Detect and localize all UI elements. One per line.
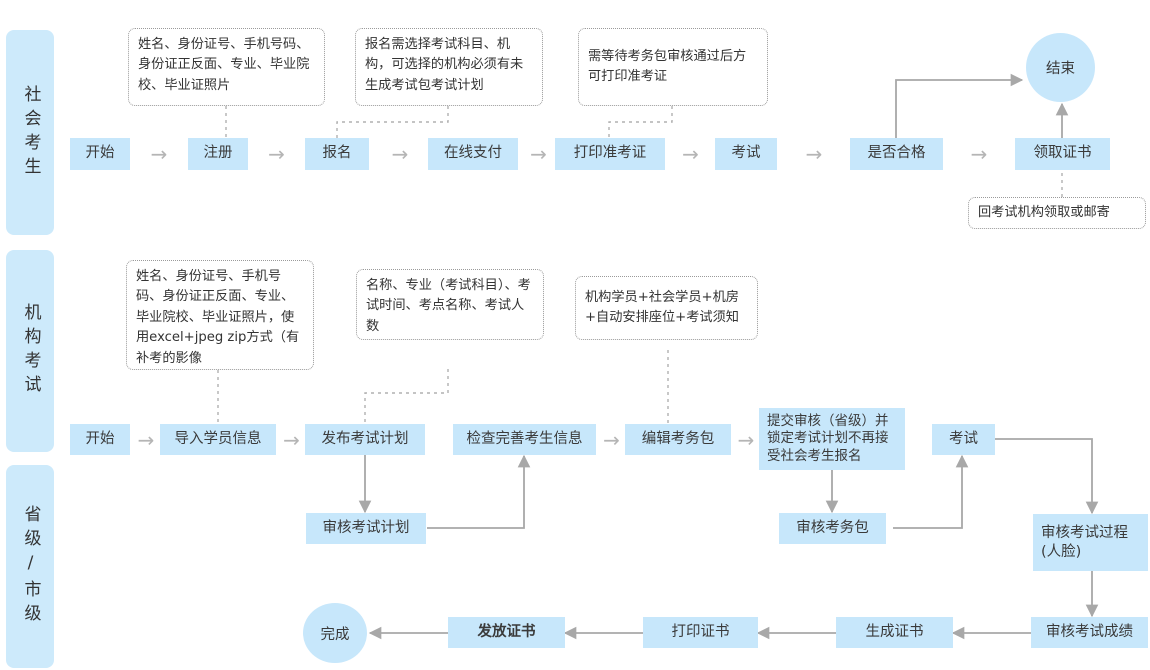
node-review-exam-process-label-line2: (人脸) — [1041, 543, 1082, 560]
node-review-exam-process[interactable]: 审核考试过程 (人脸) — [1033, 514, 1148, 571]
arrow-ticket-to-exam: → — [682, 142, 699, 166]
lane-institution-exam: 机构考试 — [6, 250, 54, 452]
node-submit-review-province-label: 提交审核（省级）并锁定考试计划不再接受社会考生报名 — [767, 412, 889, 464]
node-start[interactable]: 开始 — [70, 138, 130, 170]
node-end-terminal[interactable]: 结束 — [1026, 33, 1095, 102]
lane-social-candidates: 社会考生 — [6, 30, 54, 235]
note-cert-pickup: 回考试机构领取或邮寄 — [968, 197, 1146, 229]
node-review-exam-package[interactable]: 审核考务包 — [779, 513, 886, 544]
node-publish-exam-plan[interactable]: 发布考试计划 — [305, 424, 425, 455]
note-register-fields: 姓名、身份证号、手机号码、身份证正反面、专业、毕业院校、毕业证照片 — [128, 28, 325, 106]
node-institute-start[interactable]: 开始 — [70, 424, 130, 455]
arrow-edit-to-submit-review: → — [737, 427, 755, 452]
node-end-label: 结束 — [1046, 61, 1075, 77]
lane-province-city: 省级/市级 — [6, 465, 54, 668]
note-cert-text: 回考试机构领取或邮寄 — [978, 204, 1110, 220]
arrow-pay-to-print-ticket: → — [530, 142, 547, 166]
note-plan-fields: 名称、专业（考试科目）、考试时间、考点名称、考试人数 — [356, 269, 544, 340]
lane-label-social: 社会考生 — [20, 84, 41, 181]
node-import-student-info[interactable]: 导入学员信息 — [160, 424, 276, 455]
node-review-exam-plan-label: 审核考试计划 — [322, 519, 410, 536]
arrow-inst-start-to-import: → — [137, 427, 155, 452]
node-signup[interactable]: 报名 — [305, 138, 369, 170]
note-import-fields: 姓名、身份证号、手机号码、身份证正反面、专业、毕业院校、毕业证照片，使用exce… — [126, 260, 314, 370]
node-online-payment-label: 在线支付 — [444, 145, 502, 162]
arrow-register-to-signup: → — [268, 142, 285, 166]
node-edit-exam-package[interactable]: 编辑考务包 — [625, 424, 731, 455]
node-review-exam-process-label-line1: 审核考试过程 — [1041, 524, 1128, 541]
arrow-start-to-register: → — [150, 142, 168, 166]
note-ticket-text: 需等待考务包审核通过后方可打印准考证 — [588, 48, 747, 84]
note-package-text: 机构学员+社会学员+机房+自动安排座位+考试须知 — [585, 289, 739, 325]
node-start-label: 开始 — [85, 145, 115, 162]
node-exam[interactable]: 考试 — [715, 138, 777, 170]
note-register-text: 姓名、身份证号、手机号码、身份证正反面、专业、毕业院校、毕业证照片 — [138, 37, 310, 93]
node-print-certificate-label: 打印证书 — [671, 623, 730, 640]
lane-label-institution: 机构考试 — [20, 303, 41, 399]
arrow-import-to-publish: → — [283, 427, 300, 452]
node-edit-exam-package-label: 编辑考务包 — [641, 430, 715, 447]
node-review-exam-package-label: 审核考务包 — [796, 519, 869, 536]
node-finish-terminal[interactable]: 完成 — [303, 603, 367, 663]
node-publish-exam-plan-label: 发布考试计划 — [321, 430, 409, 447]
node-issue-certificate-label: 发放证书 — [477, 623, 536, 640]
node-print-certificate[interactable]: 打印证书 — [643, 617, 758, 648]
node-institute-exam-label: 考试 — [949, 430, 978, 447]
node-review-exam-score-label: 审核考试成绩 — [1046, 623, 1133, 640]
note-plan-text: 名称、专业（考试科目）、考试时间、考点名称、考试人数 — [366, 278, 531, 334]
note-signup-rules: 报名需选择考试科目、机构，可选择的机构必须有未生成考试包考试计划 — [355, 28, 543, 106]
node-receive-certificate-label: 领取证书 — [1033, 145, 1092, 162]
node-review-exam-plan[interactable]: 审核考试计划 — [306, 513, 426, 544]
node-generate-certificate-label: 生成证书 — [865, 623, 924, 640]
node-institute-start-label: 开始 — [85, 430, 115, 447]
arrow-exam-to-qualified: → — [805, 142, 823, 166]
node-generate-certificate[interactable]: 生成证书 — [836, 617, 953, 648]
node-review-exam-score[interactable]: 审核考试成绩 — [1031, 617, 1148, 648]
note-package-contents: 机构学员+社会学员+机房+自动安排座位+考试须知 — [575, 276, 758, 340]
node-receive-certificate[interactable]: 领取证书 — [1015, 138, 1110, 170]
note-ticket-rules: 需等待考务包审核通过后方可打印准考证 — [578, 28, 768, 106]
node-print-admission-ticket-label: 打印准考证 — [573, 145, 647, 162]
note-signup-text: 报名需选择考试科目、机构，可选择的机构必须有未生成考试包考试计划 — [365, 37, 524, 93]
node-signup-label: 报名 — [322, 145, 352, 162]
note-import-text: 姓名、身份证号、手机号码、身份证正反面、专业、毕业院校、毕业证照片，使用exce… — [136, 269, 300, 366]
node-exam-label: 考试 — [731, 145, 761, 162]
node-print-admission-ticket[interactable]: 打印准考证 — [555, 138, 665, 170]
node-register-label: 注册 — [203, 145, 233, 162]
node-check-candidate-info[interactable]: 检查完善考生信息 — [453, 424, 596, 455]
node-register[interactable]: 注册 — [188, 138, 248, 170]
node-import-student-info-label: 导入学员信息 — [174, 430, 262, 447]
arrow-check-to-edit-package: → — [603, 427, 620, 452]
node-institute-exam[interactable]: 考试 — [932, 424, 995, 455]
node-online-payment[interactable]: 在线支付 — [428, 138, 518, 170]
node-submit-review-province[interactable]: 提交审核（省级）并锁定考试计划不再接受社会考生报名 — [759, 408, 905, 470]
node-check-candidate-info-label: 检查完善考生信息 — [466, 430, 583, 447]
node-is-qualified-label: 是否合格 — [867, 145, 926, 162]
lane-label-province: 省级/市级 — [20, 505, 41, 628]
node-issue-certificate[interactable]: 发放证书 — [448, 617, 565, 648]
node-is-qualified[interactable]: 是否合格 — [850, 138, 943, 170]
arrow-signup-to-pay: → — [391, 142, 409, 166]
arrow-qualified-to-get-cert: → — [970, 142, 988, 166]
node-finish-label: 完成 — [320, 626, 350, 643]
